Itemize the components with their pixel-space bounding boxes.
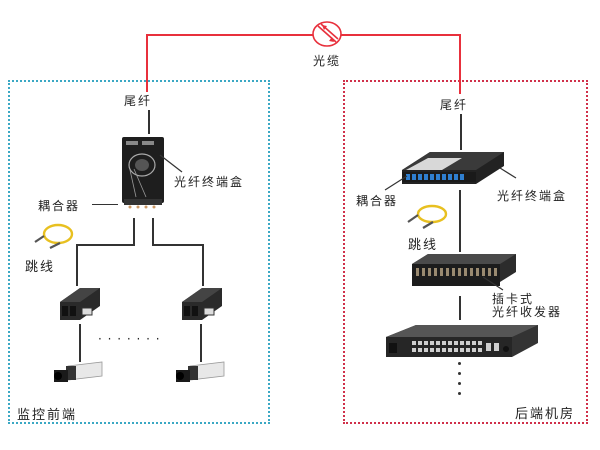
- patch-cord-icon: [407, 204, 448, 229]
- more-devices-dots: [458, 360, 462, 400]
- box-to-chassis-line: [459, 190, 461, 252]
- front-pigtail-line: [148, 110, 150, 134]
- branch-right-vertical: [202, 244, 204, 286]
- chassis-label-line1: 插卡式: [492, 292, 535, 306]
- back-zone-label: 后端机房: [515, 407, 576, 422]
- branch-right-drop: [152, 218, 154, 246]
- branch-left-horizontal: [76, 244, 135, 246]
- camera-icon: [54, 361, 103, 382]
- back-pigtail-line: [460, 114, 462, 150]
- fiber-cable-break-icon: [312, 21, 342, 47]
- front-patch-cord-label: 跳线: [25, 260, 56, 275]
- back-patch-cord-label: 跳线: [408, 238, 439, 253]
- back-terminal-box-label: 光纤终端盒: [497, 189, 568, 203]
- front-terminal-box-label: 光纤终端盒: [174, 175, 245, 189]
- patch-cord-icon: [34, 223, 74, 249]
- front-terminal-box-pointer: [159, 154, 183, 173]
- front-coupler-label: 耦合器: [38, 199, 81, 213]
- device-ellipsis: · · · · · · ·: [98, 332, 161, 346]
- media-converter-icon: [60, 288, 100, 320]
- back-coupler-label: 耦合器: [356, 194, 399, 208]
- chassis-to-switch-line: [459, 296, 461, 320]
- chassis-label-line2: 光纤收发器: [492, 305, 563, 319]
- transceiver-chassis-icon: [412, 254, 516, 286]
- converter-to-camera-left: [79, 324, 81, 362]
- fiber-cable-left-drop: [146, 34, 148, 92]
- branch-right-horizontal: [152, 244, 204, 246]
- back-pigtail-label: 尾纤: [440, 98, 469, 112]
- chassis-pointer: [482, 276, 504, 291]
- wall-terminal-box-icon: [122, 137, 164, 209]
- branch-left-vertical: [76, 244, 78, 286]
- front-pigtail-label: 尾纤: [124, 94, 153, 108]
- front-zone-box: [8, 80, 270, 424]
- back-coupler-pointer: [384, 175, 408, 191]
- front-coupler-pointer: [92, 204, 118, 205]
- back-zone-box: [343, 80, 588, 424]
- camera-icon: [176, 361, 225, 382]
- front-zone-label: 监控前端: [17, 408, 78, 423]
- fiber-cable-right-drop: [459, 34, 461, 94]
- rack-fiber-box-icon: [402, 152, 504, 184]
- back-terminal-box-pointer: [499, 167, 517, 179]
- branch-left-drop: [133, 218, 135, 246]
- fiber-cable-top: [147, 34, 461, 36]
- converter-to-camera-right: [200, 324, 202, 362]
- media-converter-icon: [182, 288, 222, 320]
- cable-label: 光缆: [313, 54, 342, 68]
- network-switch-icon: [386, 325, 538, 357]
